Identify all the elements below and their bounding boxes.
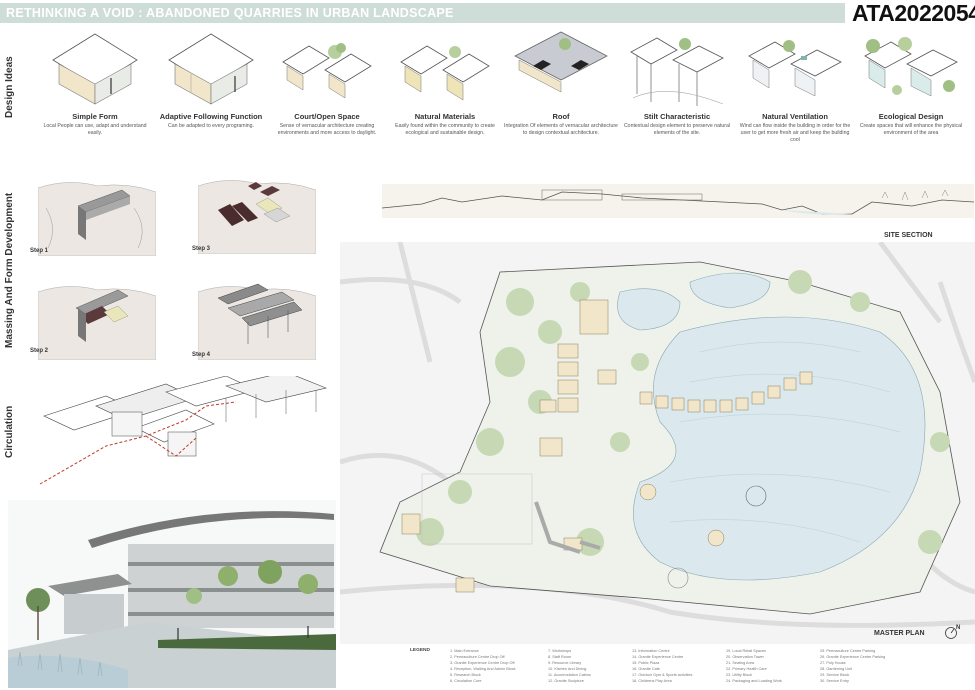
site-section-label: SITE SECTION (884, 232, 933, 239)
legend-item: 16. Granite Cafe (632, 667, 660, 671)
idea-desc: Create spaces that will enhance the phys… (859, 123, 963, 136)
design-idea-court: Court/Open Space Sense of vernacular arc… (268, 22, 386, 137)
design-idea-adaptive: Adaptive Following Function Can be adapt… (152, 22, 270, 130)
idea-title: Stilt Characteristic (643, 112, 711, 121)
step-2-label: Step 2 (30, 348, 49, 354)
legend-item: 21. Seating Area (726, 661, 755, 665)
massing-label: Massing And Form Development (4, 192, 15, 348)
legend-item: 6. Circulation Core (450, 679, 482, 683)
step-4-label: Step 4 (192, 352, 211, 358)
legend-item: 29. Service Block (820, 673, 850, 677)
legend-item: 3. Granite Experience Centre Drop Off (450, 661, 515, 665)
idea-title: Roof (552, 112, 570, 121)
master-plan-label: MASTER PLAN (874, 630, 925, 637)
legend-column: 13. Information Centre 14. Granite Exper… (632, 648, 692, 684)
title-bar: RETHINKING A VOID : ABANDONED QUARRIES I… (0, 3, 845, 23)
legend-item: 10. Kitchen And Dining (548, 667, 587, 671)
legend-item: 7. Workshops (548, 649, 572, 653)
massing-step-3-illustration (198, 180, 316, 254)
legend-item: 19. Local Retail Spaces (726, 649, 766, 653)
legend-item: 22. Primary Health Care (726, 667, 767, 671)
project-id: ATA2022054 (852, 0, 975, 26)
massing-step-4-illustration (198, 283, 316, 360)
step-1-label: Step 1 (30, 248, 49, 254)
legend-item: 12. Granite Sculpture (548, 679, 584, 683)
idea-title: Adaptive Following Function (159, 112, 263, 121)
legend-item: 24. Packaging and Loading Work (726, 679, 782, 683)
legend-item: 30. Service Entry (820, 679, 849, 683)
legend-item: 26. Granite Experience Centre Parking (820, 655, 886, 659)
legend-title: LEGEND (410, 648, 430, 653)
north-arrow-icon (945, 627, 957, 639)
idea-desc: Contextual design element to preserve na… (623, 123, 731, 136)
legend-item: 8. Staff Room (548, 655, 572, 659)
legend-item: 28. Gardening Unit (820, 667, 852, 671)
legend-item: 4. Reception, Waiting And Admin Block (450, 667, 516, 671)
court-illustration (282, 43, 372, 99)
idea-desc: Local People can use, adapt and understa… (43, 123, 147, 136)
design-idea-ecological: Ecological Design Create spaces that wil… (852, 22, 970, 137)
idea-title: Court/Open Space (294, 112, 360, 121)
legend-item: 9. Resource Library (548, 661, 582, 665)
circulation-diagram (39, 376, 327, 485)
design-idea-roof: Roof Integration Of elements of vernacul… (502, 22, 620, 137)
massing-step-2-illustration (38, 286, 156, 360)
idea-title: Simple Form (72, 112, 118, 121)
circulation-label: Circulation (4, 405, 15, 458)
site-section-drawing (382, 184, 974, 218)
legend-item: 2. Permaculture Centre Drop Off (450, 655, 505, 659)
idea-desc: Integration Of elements of vernacular ar… (504, 123, 618, 136)
ecological-illustration (864, 37, 958, 97)
legend-item: 1. Main Entrance (450, 649, 479, 653)
roof-illustration (514, 31, 608, 93)
idea-title: Ecological Design (878, 112, 944, 121)
idea-title: Natural Materials (414, 112, 476, 121)
legend-item: 5. Research Block (450, 673, 481, 677)
legend-item: 25. Permaculture Centre Parking (820, 649, 876, 653)
design-idea-materials: Natural Materials Easily found within th… (386, 22, 504, 137)
legend-column: 19. Local Retail Spaces 20. Observation … (726, 648, 782, 684)
design-ideas-label: Design Ideas (4, 56, 15, 118)
idea-desc: Sense of vernacular architecture creatin… (277, 123, 377, 136)
poster-title: RETHINKING A VOID : ABANDONED QUARRIES I… (6, 6, 454, 20)
legend-item: 18. Childrens Play Area (632, 679, 672, 683)
idea-desc: Can be adapted to every programing. (168, 123, 254, 129)
idea-desc: Easily found within the community to cre… (395, 123, 495, 136)
materials-illustration (400, 45, 490, 101)
legend-item: 17. Outdoor Gym & Sports activities (632, 673, 693, 677)
design-idea-simple-form: Simple Form Local People can use, adapt … (36, 22, 154, 137)
design-idea-stilt: Stilt Characteristic Contextual design e… (618, 22, 736, 137)
master-plan-drawing (340, 242, 975, 644)
simple-form-illustration (52, 33, 138, 105)
adaptive-illustration (168, 33, 254, 105)
legend-column: 1. Main Entrance 2. Permaculture Centre … (450, 648, 516, 684)
legend-item: 13. Information Centre (632, 649, 670, 653)
stilt-illustration (630, 37, 724, 106)
idea-title: Natural Ventilation (762, 112, 828, 121)
legend-column: 7. Workshops 8. Staff Room 9. Resource L… (548, 648, 591, 684)
perspective-render (8, 500, 336, 688)
legend-item: 20. Observation Tower (726, 655, 764, 659)
idea-desc: Wind can flow inside the building in ord… (739, 123, 851, 143)
legend-item: 15. Public Plaza (632, 661, 660, 665)
legend-item: 11. Accomodation Cabins (548, 673, 591, 677)
legend-item: 14. Granite Experience Centre (632, 655, 684, 659)
ventilation-illustration (748, 40, 842, 97)
legend-column: 25. Permaculture Centre Parking 26. Gran… (820, 648, 885, 684)
legend-item: 23. Utility Block (726, 673, 752, 677)
north-label: N (956, 625, 961, 631)
legend-item: 27. Poly House (820, 661, 846, 665)
design-idea-ventilation: Natural Ventilation Wind can flow inside… (736, 22, 854, 143)
step-3-label: Step 3 (192, 246, 211, 252)
massing-step-1-illustration (38, 182, 156, 256)
